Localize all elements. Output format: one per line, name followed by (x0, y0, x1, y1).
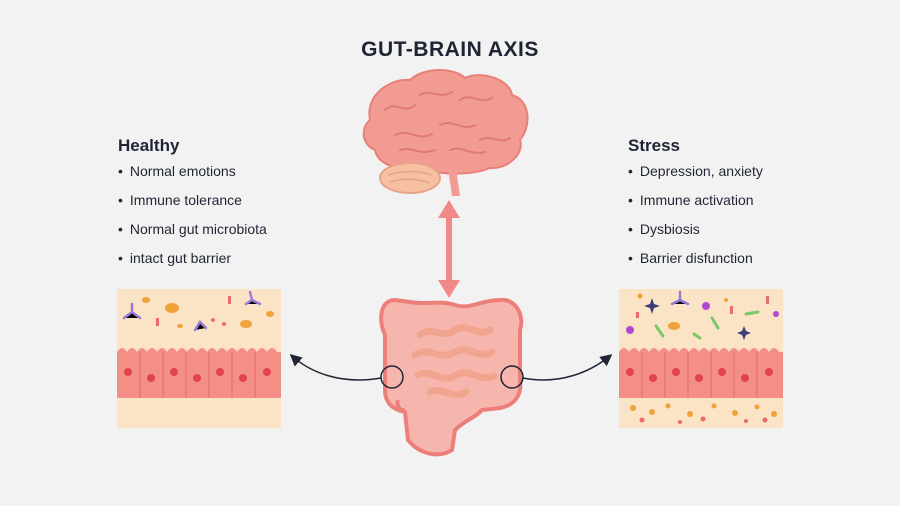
stress-item: Barrier disfunction (628, 244, 763, 273)
stress-list: Depression, anxiety Immune activation Dy… (628, 157, 763, 273)
brain-illustration (362, 69, 529, 196)
stress-item: Depression, anxiety (628, 157, 763, 186)
intestine-illustration (379, 297, 524, 457)
healthy-item: Immune tolerance (118, 186, 267, 215)
healthy-connector-arrow (289, 354, 382, 381)
cerebellum-shape (379, 162, 441, 194)
stress-zoom-circle (500, 365, 524, 389)
bidirectional-arrow (438, 200, 460, 298)
stress-item: Immune activation (628, 186, 763, 215)
healthy-item: Normal gut microbiota (118, 215, 267, 244)
stress-connector-arrow (522, 354, 613, 381)
stress-item: Dysbiosis (628, 215, 763, 244)
healthy-item: Normal emotions (118, 157, 267, 186)
stress-tissue-panel (619, 289, 783, 428)
healthy-list: Normal emotions Immune tolerance Normal … (118, 157, 267, 273)
healthy-tissue-panel (117, 289, 281, 428)
page-title: GUT-BRAIN AXIS (361, 38, 539, 61)
stress-heading: Stress (628, 136, 680, 155)
healthy-zoom-circle (380, 365, 404, 389)
healthy-heading: Healthy (118, 136, 180, 155)
healthy-item: intact gut barrier (118, 244, 267, 273)
